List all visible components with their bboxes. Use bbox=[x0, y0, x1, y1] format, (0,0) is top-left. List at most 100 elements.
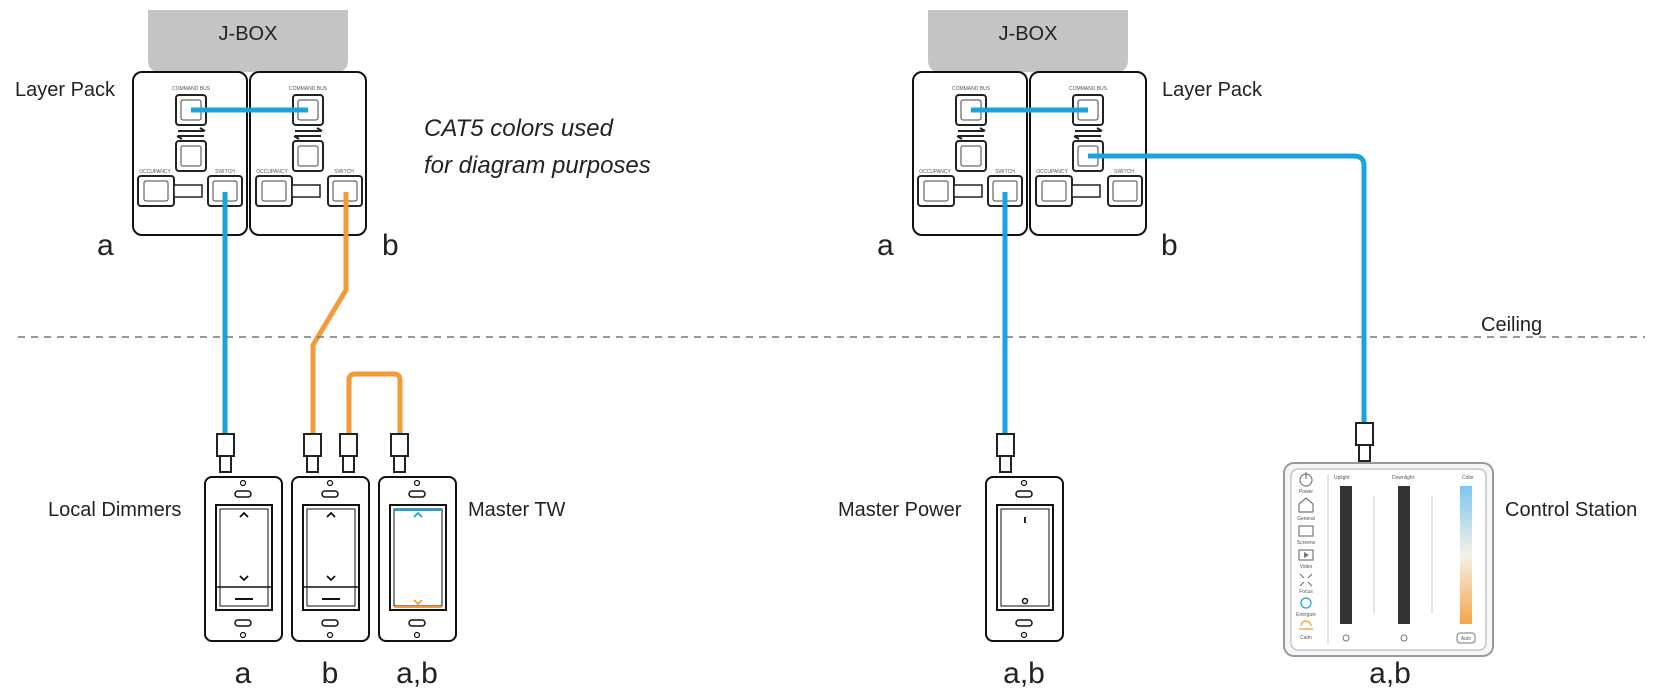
local-dimmers-label: Local Dimmers bbox=[48, 499, 181, 521]
menu-power: Power bbox=[1299, 489, 1314, 495]
control-station-label: Control Station bbox=[1505, 499, 1637, 521]
module-slot bbox=[953, 184, 983, 198]
chevron-down-icon bbox=[326, 575, 336, 582]
auto-label: Auto bbox=[1461, 636, 1472, 642]
port-label-switch: SWITCH bbox=[215, 169, 235, 175]
module-slot bbox=[291, 184, 321, 198]
right-jbox bbox=[928, 10, 1128, 72]
right-jbox-label: J-BOX bbox=[999, 23, 1058, 45]
port-label-command-bus: COMMAND BUS bbox=[1069, 86, 1108, 92]
color-slider bbox=[1460, 486, 1472, 624]
rj45-port-inner bbox=[960, 145, 982, 167]
module-slot bbox=[1071, 184, 1101, 198]
right-letter-b: b bbox=[1161, 229, 1178, 262]
rj45-connector bbox=[339, 433, 358, 473]
cat5-note-line2: for diagram purposes bbox=[424, 152, 651, 179]
local-dimmer-a bbox=[204, 476, 283, 642]
slider-label-color: Color bbox=[1462, 475, 1474, 481]
module-slot bbox=[173, 184, 203, 198]
screen-icon bbox=[1298, 525, 1314, 537]
port-label-occupancy: OCCUPANCY bbox=[256, 169, 288, 175]
cable-blue-control-station bbox=[1088, 153, 1367, 427]
rj45-port bbox=[955, 140, 987, 172]
port-label-switch: SWITCH bbox=[334, 169, 354, 175]
uplight-power-icon bbox=[1342, 634, 1350, 642]
port-label-occupancy: OCCUPANCY bbox=[919, 169, 951, 175]
caption-master-power: a,b bbox=[1003, 657, 1045, 690]
left-layer-pack-label: Layer Pack bbox=[15, 79, 116, 101]
rj45-connector bbox=[390, 433, 409, 473]
local-dimmer-b bbox=[291, 476, 370, 642]
chevron-down-icon bbox=[413, 599, 423, 606]
cat5-note-line1: CAT5 colors used bbox=[424, 115, 614, 142]
energize-icon bbox=[1300, 597, 1312, 609]
port-label-switch: SWITCH bbox=[995, 169, 1015, 175]
rj45-port-inner bbox=[261, 180, 287, 202]
menu-energize: Energize bbox=[1296, 612, 1316, 618]
right-layer-pack-label: Layer Pack bbox=[1162, 79, 1263, 101]
menu-general: General bbox=[1297, 516, 1315, 522]
cable-orange-jumper bbox=[346, 371, 403, 438]
master-power-label: Master Power bbox=[838, 499, 962, 521]
rj45-port bbox=[292, 140, 324, 172]
port-label-command-bus: COMMAND BUS bbox=[952, 86, 991, 92]
rj45-connector bbox=[216, 433, 235, 473]
cable-orange-b bbox=[310, 192, 349, 438]
chevron-down-icon bbox=[239, 575, 249, 582]
port-label-occupancy: OCCUPANCY bbox=[139, 169, 171, 175]
master-power-switch bbox=[985, 476, 1064, 642]
rj45-port-inner bbox=[180, 145, 202, 167]
chevron-up-icon bbox=[239, 511, 249, 518]
rj45-connector bbox=[1355, 422, 1374, 462]
left-assembly: J-BOX COMMAND BUS OCCUPANCY SWITCH COMMA… bbox=[15, 10, 651, 690]
left-letter-b: b bbox=[382, 229, 399, 262]
downlight-slider bbox=[1398, 486, 1410, 624]
caption-ab: a,b bbox=[396, 657, 438, 690]
left-letter-a: a bbox=[97, 229, 114, 262]
arrows-icon bbox=[176, 127, 206, 140]
menu-screens: Screens bbox=[1297, 540, 1316, 546]
rj45-port-inner bbox=[1112, 180, 1138, 202]
rj45-port-inner bbox=[297, 145, 319, 167]
ceiling-label: Ceiling bbox=[1481, 314, 1542, 336]
rj45-port-inner bbox=[143, 180, 169, 202]
arrows-icon bbox=[1073, 127, 1103, 140]
home-icon bbox=[1298, 497, 1314, 513]
rj45-connector bbox=[996, 433, 1015, 473]
rj45-connector bbox=[303, 433, 322, 473]
control-station: Power General Screens Video Focus Energi… bbox=[1283, 462, 1494, 657]
uplight-slider bbox=[1340, 486, 1352, 624]
auto-button bbox=[1456, 632, 1476, 644]
chevron-up-icon bbox=[413, 511, 423, 518]
caption-b: b bbox=[322, 657, 339, 690]
chevron-up-icon bbox=[326, 511, 336, 518]
master-tw bbox=[378, 476, 457, 642]
power-off-icon bbox=[1021, 597, 1029, 605]
right-assembly: J-BOX COMMAND BUS OCCUPANCY SWITCH COMMA… bbox=[838, 10, 1637, 690]
arrows-icon bbox=[956, 127, 986, 140]
left-jbox bbox=[148, 10, 348, 72]
master-tw-label: Master TW bbox=[468, 499, 566, 521]
menu-focus: Focus bbox=[1299, 589, 1313, 595]
menu-calm: Calm bbox=[1300, 635, 1312, 641]
port-label-command-bus: COMMAND BUS bbox=[172, 86, 211, 92]
rj45-port-inner bbox=[1041, 180, 1067, 202]
rj45-port bbox=[1107, 175, 1143, 207]
downlight-power-icon bbox=[1400, 634, 1408, 642]
calm-icon bbox=[1299, 620, 1313, 630]
left-jbox-label: J-BOX bbox=[219, 23, 278, 45]
rj45-port-inner bbox=[923, 180, 949, 202]
port-label-occupancy: OCCUPANCY bbox=[1036, 169, 1068, 175]
arrows-icon bbox=[293, 127, 323, 140]
focus-icon bbox=[1299, 573, 1313, 587]
slider-label-uplight: Uplight bbox=[1334, 475, 1350, 481]
slider-label-downlight: Downlight bbox=[1392, 475, 1415, 481]
menu-video: Video bbox=[1300, 564, 1313, 570]
port-label-command-bus: COMMAND BUS bbox=[289, 86, 328, 92]
caption-a: a bbox=[235, 657, 252, 690]
video-icon bbox=[1298, 549, 1314, 561]
caption-control-station: a,b bbox=[1369, 657, 1411, 690]
rj45-port bbox=[175, 140, 207, 172]
port-label-switch: SWITCH bbox=[1114, 169, 1134, 175]
